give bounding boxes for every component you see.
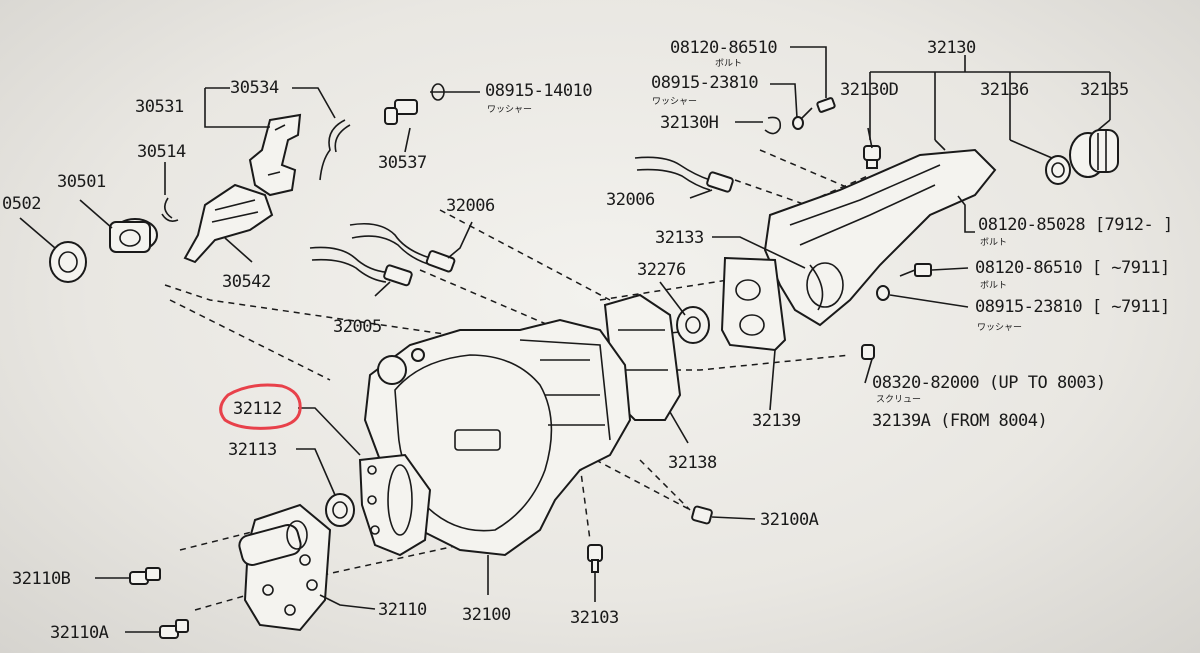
sensor-32006-left <box>349 222 456 273</box>
label-32130H: 32130H <box>660 113 719 133</box>
sleeve-30501 <box>109 218 158 253</box>
label-washer-mid: ワッシャー <box>487 105 532 115</box>
breather-32130D <box>863 145 881 169</box>
bolt-32103 <box>587 544 603 573</box>
label-08915-23810-top: 08915-23810 <box>651 73 758 93</box>
spring-clip-30534 <box>319 119 351 181</box>
label-32130D: 32130D <box>840 80 899 100</box>
label-30514: 30514 <box>137 142 186 162</box>
highlight-circle-32112 <box>219 383 302 430</box>
extension-housing-32130 <box>763 148 997 327</box>
seal-0502 <box>49 241 87 283</box>
oil-seal-32113 <box>325 493 355 527</box>
label-32139A: 32139A (FROM 8004) <box>872 411 1047 431</box>
label-32133: 32133 <box>655 228 704 248</box>
label-32112: 32112 <box>233 399 282 419</box>
label-32136: 32136 <box>980 80 1029 100</box>
label-washer-right: ワッシャー <box>977 323 1022 333</box>
dust-boot-32135 <box>1069 129 1119 178</box>
label-bolt-r2: ボルト <box>980 280 1007 291</box>
label-08120-86510-right: 08120-86510 [ ~7911] <box>975 258 1170 278</box>
label-32110A: 32110A <box>50 623 109 643</box>
label-washer-top: ワッシャー <box>652 97 697 107</box>
washer-08915-23810-right <box>876 285 890 301</box>
shift-fork-30534 <box>248 113 302 197</box>
label-32005: 32005 <box>333 317 382 337</box>
screw-08320-82000 <box>861 344 875 360</box>
label-bolt-r1: ボルト <box>980 237 1007 248</box>
label-30542: 30542 <box>222 272 271 292</box>
label-32138: 32138 <box>668 453 717 473</box>
label-32135: 32135 <box>1080 80 1129 100</box>
label-32103: 32103 <box>570 608 619 628</box>
label-30501: 30501 <box>57 172 106 192</box>
bolt-32110A <box>159 619 189 639</box>
label-32100A: 32100A <box>760 510 819 530</box>
leader-lines <box>19 46 1111 633</box>
label-32110B: 32110B <box>12 569 71 589</box>
label-32113: 32113 <box>228 440 277 460</box>
label-bolt-top: ボルト <box>715 58 742 69</box>
label-08915-23810-right: 08915-23810 [ ~7911] <box>975 297 1170 317</box>
sensor-32005 <box>309 246 413 287</box>
label-32006-right: 32006 <box>606 190 655 210</box>
label-08915-14010: 08915-14010 <box>485 81 592 101</box>
label-08120-85028: 08120-85028 [7912- ] <box>978 215 1173 235</box>
part-labels: 08120-86510 ボルト 08915-23810 ワッシャー 32130H… <box>2 38 1173 643</box>
label-screw: スクリュー <box>876 394 921 405</box>
seal-32136 <box>1045 155 1071 185</box>
gasket-32139 <box>720 256 787 352</box>
label-32006-left: 32006 <box>446 196 495 216</box>
label-30537: 30537 <box>378 153 427 173</box>
plug-32130H <box>764 116 782 135</box>
bearing-32276 <box>676 306 710 344</box>
label-32100: 32100 <box>462 605 511 625</box>
transmission-case-32100 <box>363 318 632 557</box>
label-08320-82000: 08320-82000 (UP TO 8003) <box>872 373 1106 393</box>
bolt-08120-86510-right <box>899 263 932 277</box>
sensor-32006-right <box>634 156 734 193</box>
drain-plug-32100A <box>691 505 713 525</box>
label-30531: 30531 <box>135 97 184 117</box>
label-30534: 30534 <box>230 78 279 98</box>
label-08120-86510-top: 08120-86510 <box>670 38 777 58</box>
label-32276: 32276 <box>637 260 686 280</box>
bolt-32110B <box>129 567 161 585</box>
clip-30514 <box>161 197 179 222</box>
label-32139: 32139 <box>752 411 801 431</box>
label-32130: 32130 <box>927 38 976 58</box>
label-0502: 0502 <box>2 194 41 214</box>
bolt-08120-86510-top <box>799 97 836 121</box>
label-32110: 32110 <box>378 600 427 620</box>
shift-rail-30542 <box>183 183 274 264</box>
washer-08915-23810-top <box>792 116 804 130</box>
bearing-retainer-32110 <box>238 503 332 632</box>
gasket-32112 <box>358 453 432 557</box>
plug-30537 <box>384 83 445 125</box>
